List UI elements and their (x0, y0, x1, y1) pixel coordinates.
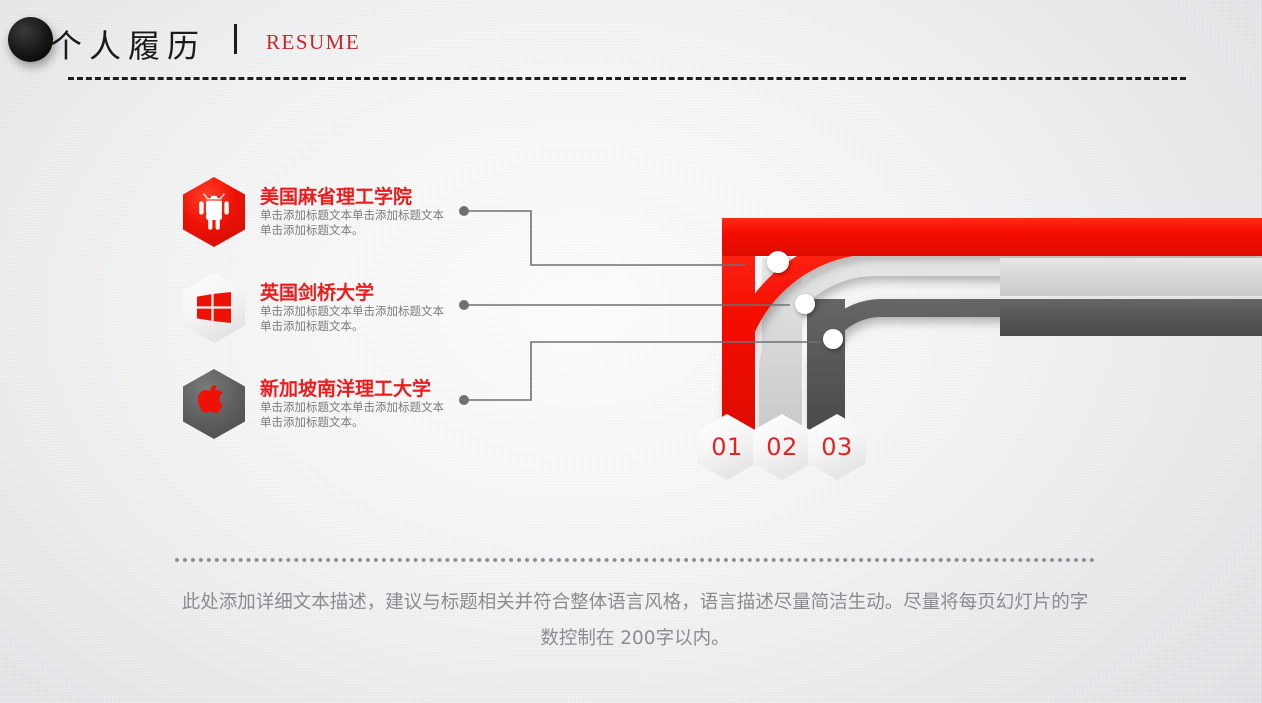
list-item-title: 美国麻省理工学院 (260, 186, 413, 208)
ribbon-dark-gray-leg (807, 299, 845, 434)
step-number-hex[interactable]: 03 (808, 414, 866, 480)
ribbon-red-tail (1000, 218, 1262, 256)
connector-line-1 (466, 210, 745, 266)
title-divider (234, 24, 237, 54)
ribbon-marker-dot-1 (767, 251, 789, 273)
connector-dot-3 (459, 395, 469, 405)
list-item-desc: 单击添加标题文本单击添加标题文本单击添加标题文本。 (260, 304, 444, 333)
list-item-title: 新加坡南洋理工大学 (260, 378, 432, 400)
connector-line-3 (466, 341, 820, 401)
ribbon-dark-tail (1000, 299, 1262, 336)
header-bullet-icon (8, 17, 53, 62)
page-subtitle: RESUME (266, 30, 361, 54)
connector-dot-2 (459, 300, 469, 310)
list-item-desc: 单击添加标题文本单击添加标题文本单击添加标题文本。 (260, 208, 444, 237)
android-icon (183, 177, 245, 247)
ribbon-marker-dot-2 (795, 294, 815, 314)
footer-dotted-rule (175, 558, 1095, 562)
list-item-desc: 单击添加标题文本单击添加标题文本单击添加标题文本。 (260, 400, 444, 429)
list-item-title: 英国剑桥大学 (260, 282, 375, 304)
step-number-hex[interactable]: 01 (698, 414, 756, 480)
page-title: 个人履历 (50, 27, 207, 65)
ribbon-marker-dot-3 (823, 329, 843, 349)
step-number-hex[interactable]: 02 (753, 414, 811, 480)
footer-description: 此处添加详细文本描述，建议与标题相关并符合整体语言风格，语言描述尽量简洁生动。尽… (181, 592, 1089, 649)
ribbon-light-tail (1000, 258, 1262, 296)
header-dashed-rule (68, 77, 1186, 80)
ribbon-red-leg (722, 234, 755, 440)
connector-dot-1 (459, 206, 469, 216)
